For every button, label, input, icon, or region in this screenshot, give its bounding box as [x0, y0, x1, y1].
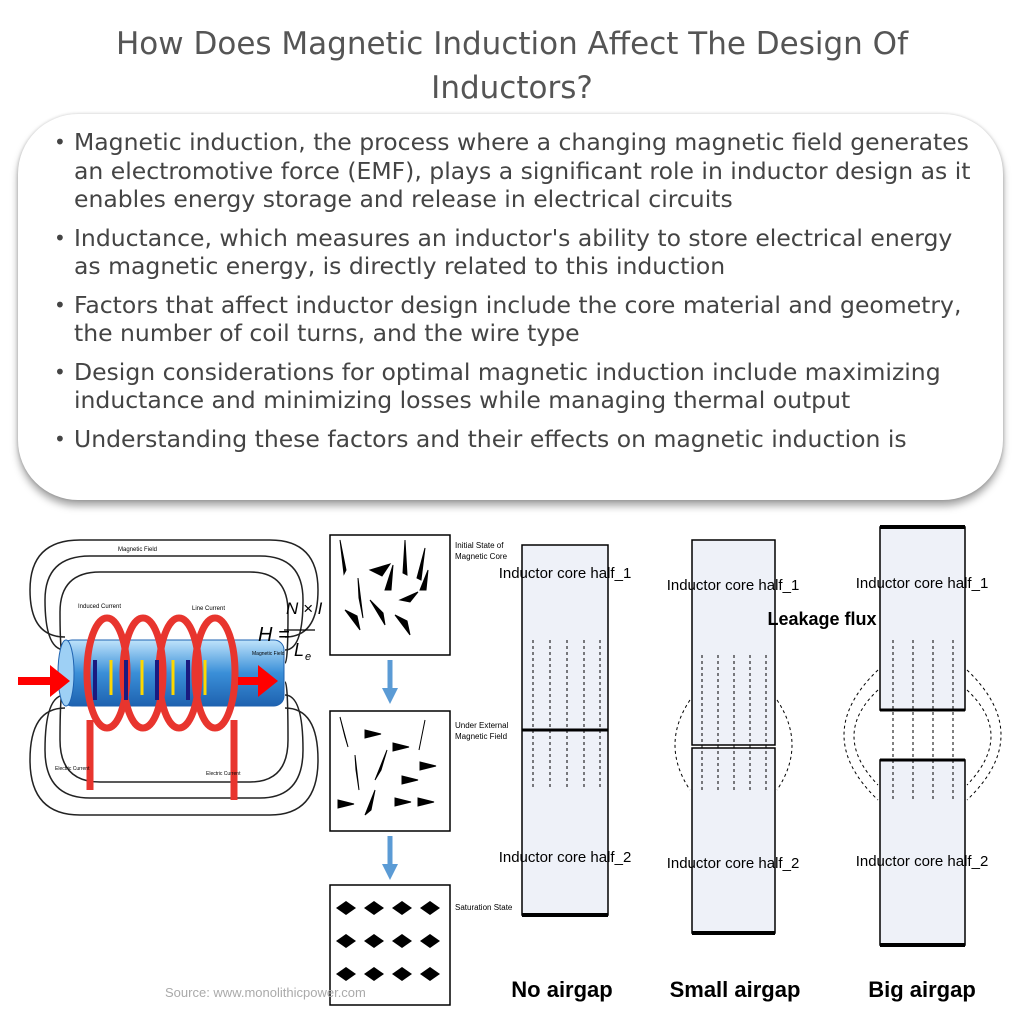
core-small-top — [691, 539, 776, 746]
label-magnetic-field-side: Magnetic Field — [252, 651, 285, 657]
label-no-airgap: No airgap — [511, 977, 612, 1002]
label-magnetic-field: Magnetic Field — [118, 547, 157, 553]
saturation-domain — [336, 901, 356, 915]
label-initial-state: Initial State of Magnetic Core — [455, 541, 508, 561]
saturation-domain — [420, 967, 440, 981]
solenoid-diagram: Magnetic Field Induced Current Line Curr… — [18, 539, 319, 816]
label-saturation: Saturation State — [455, 903, 513, 912]
core-small-bottom — [691, 747, 776, 934]
input-arrow-icon — [18, 665, 70, 697]
formula: H = N × I L e — [258, 599, 323, 663]
label-core-half2-c: Inductor core half_2 — [856, 853, 989, 870]
field-lines — [29, 539, 319, 816]
label-external-field: Under External Magnetic Field — [455, 721, 509, 741]
induced-arrows — [93, 660, 190, 700]
label-electric-current-left: Electric Current — [55, 766, 90, 772]
label-core-half1-c: Inductor core half_1 — [856, 575, 989, 592]
label-line-current: Line Current — [192, 606, 225, 612]
saturation-domain — [364, 967, 384, 981]
bullet-item: Factors that affect inductor design incl… — [38, 291, 978, 348]
label-small-airgap: Small airgap — [670, 977, 801, 1002]
saturation-domain — [364, 901, 384, 915]
label-leakage-flux: Leakage flux — [767, 609, 876, 629]
bullet-item: Magnetic induction, the process where a … — [38, 128, 978, 214]
label-core-half2-a: Inductor core half_2 — [499, 849, 632, 866]
bullet-item: Design considerations for optimal magnet… — [38, 358, 978, 415]
saturation-domain — [336, 934, 356, 948]
formula-lhs: H = — [258, 624, 290, 646]
bullet-item: Inductance, which measures an inductor's… — [38, 224, 978, 281]
saturation-domain — [392, 967, 412, 981]
saturation-domain — [420, 934, 440, 948]
saturation-domain — [336, 967, 356, 981]
induction-figure: Magnetic Field Induced Current Line Curr… — [18, 525, 1002, 1006]
label-core-half1-a: Inductor core half_1 — [499, 565, 632, 582]
domain-diagram — [329, 534, 451, 1006]
label-electric-current-right: Electric Current — [206, 771, 241, 777]
page-title: How Does Magnetic Induction Affect The D… — [116, 26, 908, 106]
source-credit: Source: www.monolithicpower.com — [165, 985, 366, 1000]
formula-numerator: N × I — [286, 599, 323, 618]
label-induced-current: Induced Current — [78, 604, 121, 610]
saturation-domain — [392, 934, 412, 948]
bullet-card: Magnetic induction, the process where a … — [18, 114, 1003, 500]
label-big-airgap: Big airgap — [868, 977, 976, 1002]
core-big-top — [879, 526, 966, 711]
saturation-domain — [364, 934, 384, 948]
saturation-grid — [336, 901, 440, 981]
label-core-half2-b: Inductor core half_2 — [667, 855, 800, 872]
bullet-item: Understanding these factors and their ef… — [38, 425, 978, 454]
core-big-bottom — [879, 759, 966, 946]
formula-subscript: e — [305, 651, 311, 663]
output-arrow-icon — [238, 665, 278, 697]
saturation-domain — [420, 901, 440, 915]
label-core-half1-b: Inductor core half_1 — [667, 577, 800, 594]
saturation-domain — [392, 901, 412, 915]
airgap-diagram — [521, 525, 1002, 947]
formula-denominator: L — [294, 640, 304, 660]
bullet-list: Magnetic induction, the process where a … — [38, 128, 978, 463]
